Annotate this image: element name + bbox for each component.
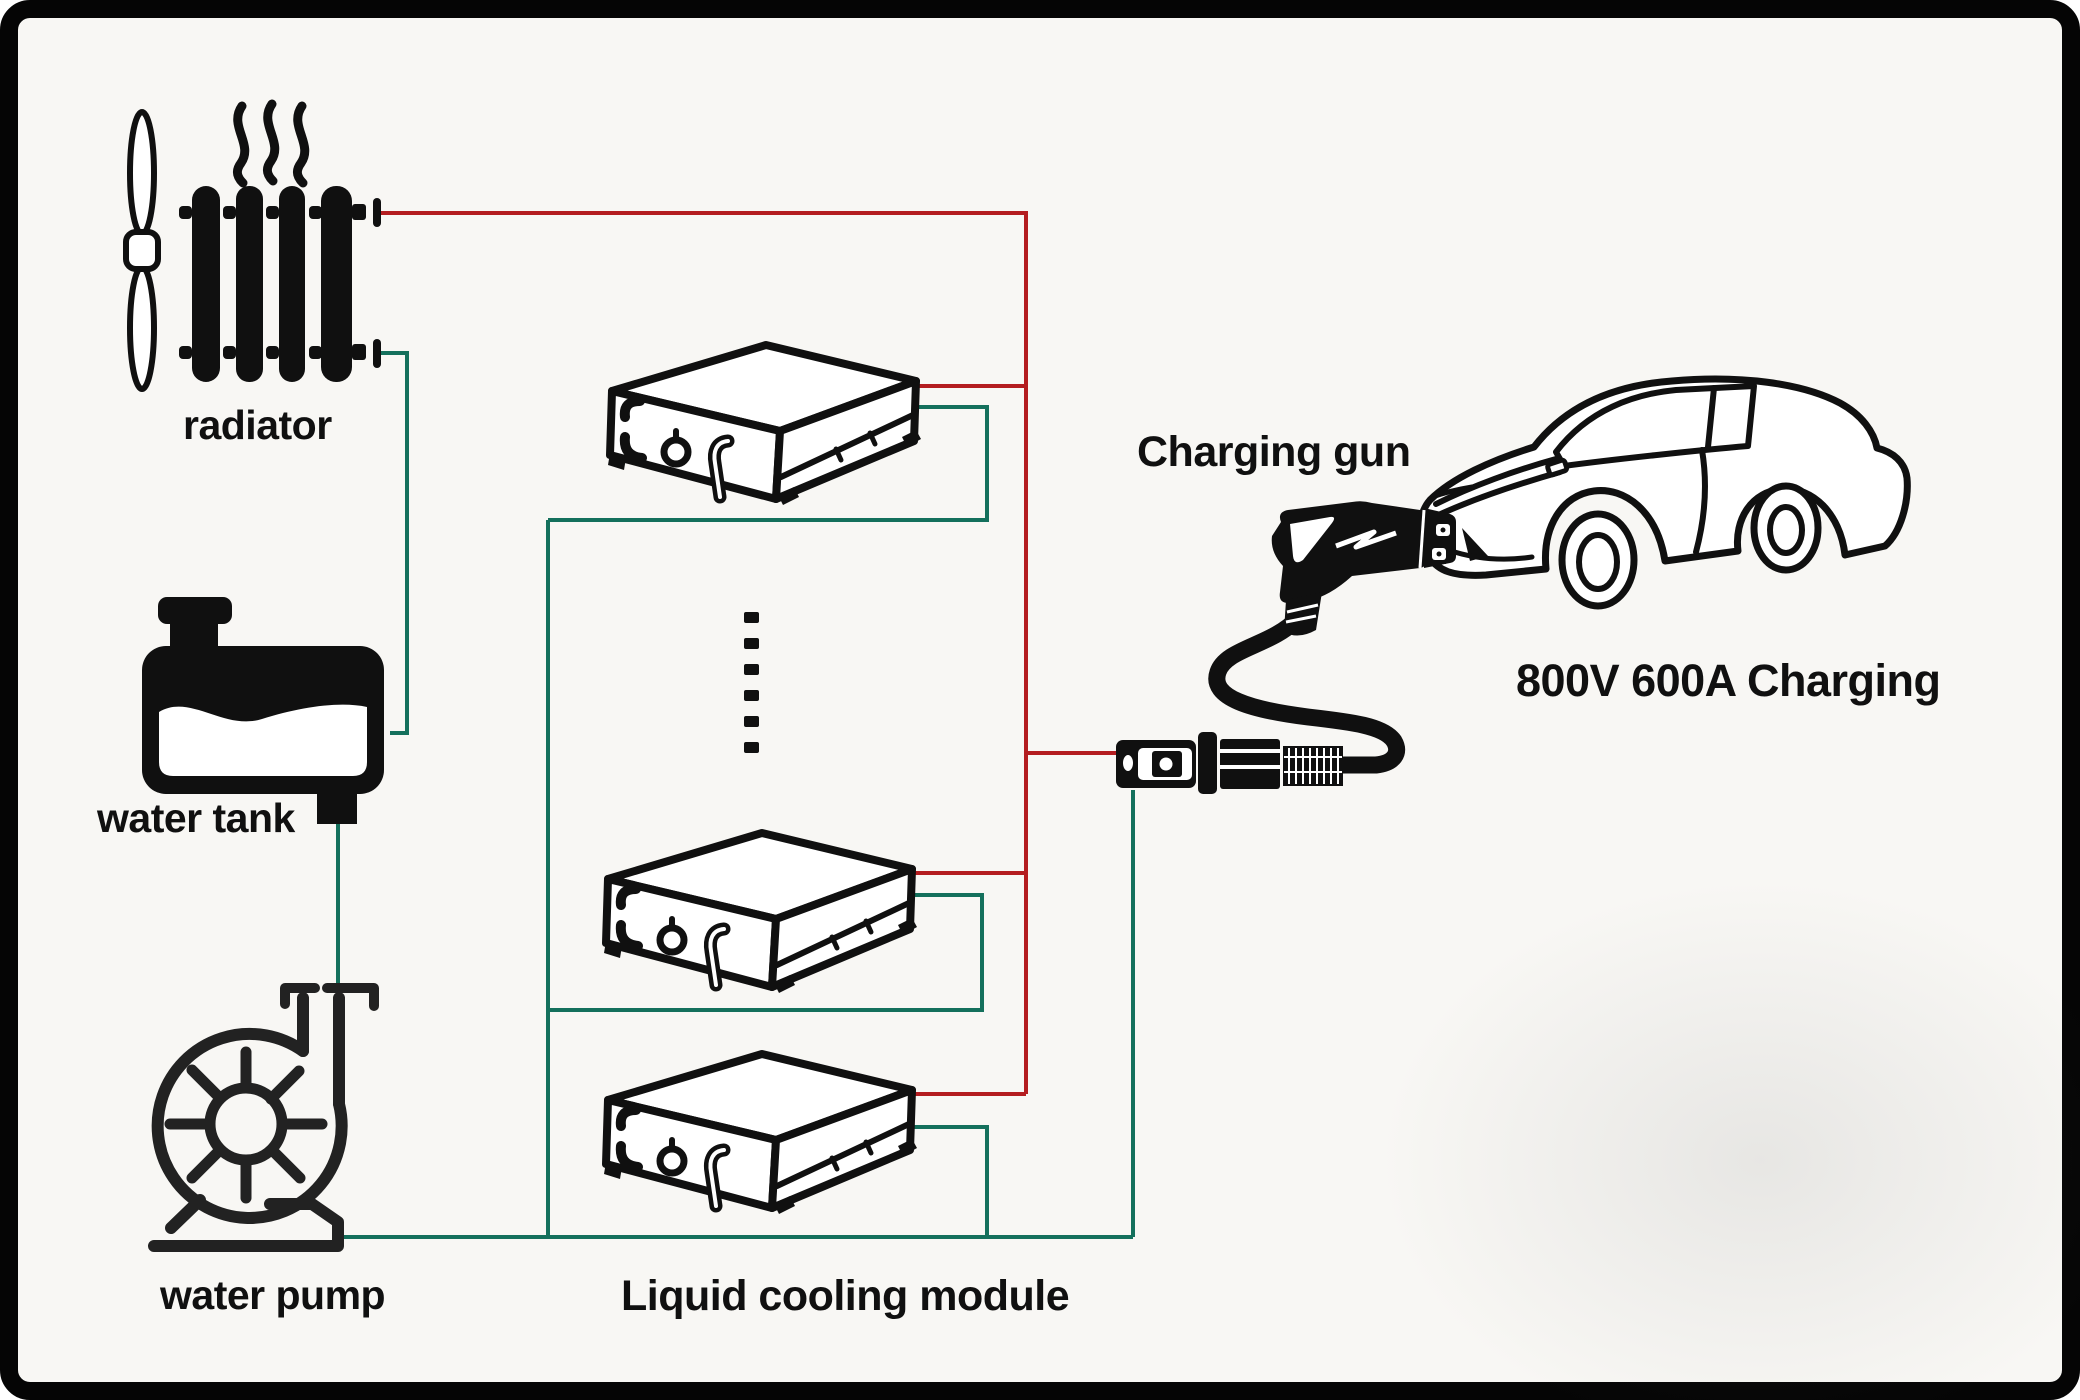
car-headlight-line bbox=[1429, 484, 1475, 500]
tank-outlet bbox=[317, 790, 357, 824]
pipe-module1-return bbox=[548, 405, 989, 522]
connector-flange bbox=[1198, 732, 1217, 794]
gun-neck bbox=[1284, 592, 1322, 636]
car-door-line bbox=[1693, 447, 1708, 555]
charging-gun-icon bbox=[1271, 501, 1456, 636]
hot-port-tick bbox=[373, 198, 381, 227]
cable-connector-icon bbox=[1116, 732, 1343, 794]
car-rear-wheel bbox=[1750, 482, 1822, 574]
pump-volute bbox=[151, 1027, 348, 1224]
pump-base bbox=[148, 1198, 344, 1252]
pump-impeller-spokes bbox=[164, 1046, 328, 1204]
cooling-module-1 bbox=[608, 345, 921, 505]
cooling-module-label: Liquid cooling module bbox=[621, 1272, 1070, 1320]
gun-handle-hole bbox=[1290, 516, 1335, 563]
pump-foot bbox=[165, 1194, 206, 1234]
car-front-wheel bbox=[1558, 510, 1638, 610]
cooling-module-3 bbox=[604, 1054, 917, 1214]
water-level bbox=[159, 704, 367, 776]
car-bumper-accent bbox=[1462, 528, 1488, 561]
car-windows bbox=[1553, 383, 1757, 469]
gun-lightning-highlight bbox=[1335, 529, 1397, 550]
pump-inlet-flange bbox=[280, 983, 320, 1009]
radiator-label: radiator bbox=[183, 402, 332, 448]
car-grille-line bbox=[1445, 547, 1535, 562]
car-b-pillar bbox=[1705, 385, 1717, 450]
cool-pipes bbox=[336, 351, 1135, 1239]
car-outline-icon bbox=[1416, 375, 1911, 610]
cool-port-tick bbox=[373, 339, 381, 368]
charging-gun-label: Charging gun bbox=[1137, 428, 1411, 476]
pipe-hot-trunk bbox=[380, 211, 1028, 1094]
water-tank-icon bbox=[142, 597, 384, 824]
cooling-module-2 bbox=[604, 833, 917, 993]
water-tank-label: water tank bbox=[97, 795, 295, 841]
radiator-assembly bbox=[123, 99, 381, 392]
pipe-radiator-to-tank bbox=[381, 351, 409, 735]
fan-icon bbox=[123, 109, 161, 392]
pipe-module3-return bbox=[902, 1125, 989, 1237]
water-pump-icon bbox=[148, 983, 379, 1252]
car-mirror bbox=[1545, 457, 1570, 478]
corner-shading bbox=[1380, 880, 2080, 1400]
heat-waves-icon bbox=[232, 99, 310, 188]
charging-spec-label: 800V 600A Charging bbox=[1516, 655, 1941, 706]
hot-pipes bbox=[380, 211, 1118, 1096]
water-pump-label: water pump bbox=[160, 1272, 386, 1318]
car-body bbox=[1416, 375, 1911, 579]
ellipsis-dots-icon bbox=[744, 612, 759, 753]
connector-braid bbox=[1283, 746, 1343, 786]
radiator-core-icon bbox=[179, 186, 381, 382]
pipe-module2-return bbox=[548, 893, 984, 1012]
connector-bands bbox=[1220, 739, 1280, 789]
charging-cable-icon bbox=[1208, 609, 1406, 774]
